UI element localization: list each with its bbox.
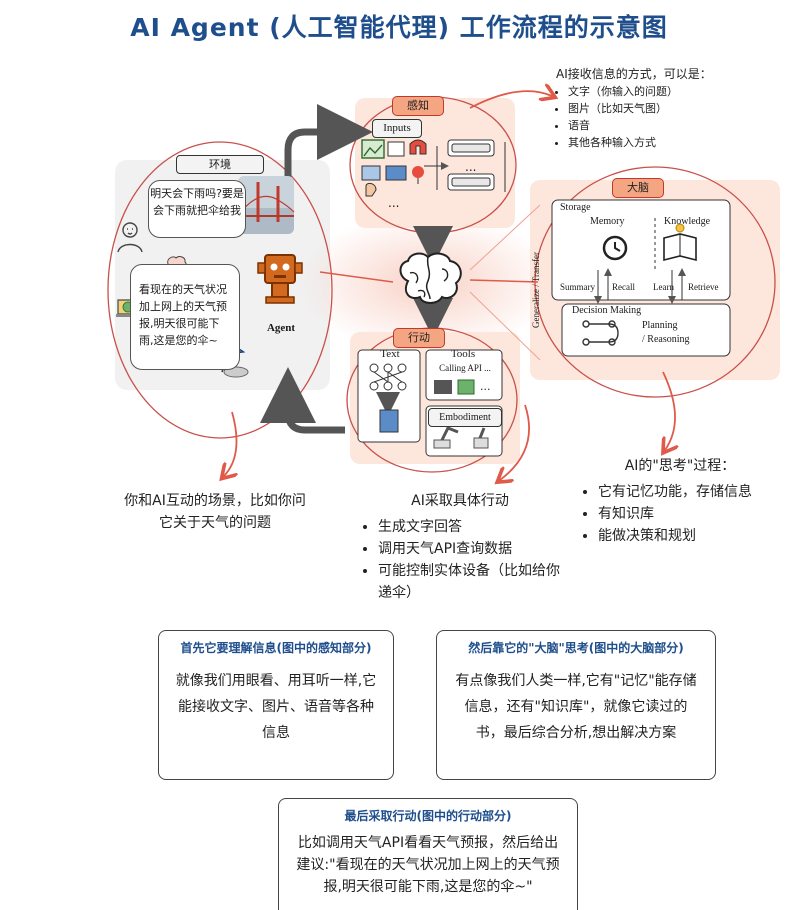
text-output-icon	[379, 409, 399, 433]
input-note-item: 语音	[568, 117, 766, 134]
person-icon	[117, 222, 143, 253]
environment-label: 环境	[176, 155, 264, 174]
memory-arrows	[594, 268, 686, 304]
brain-box-title: 然后靠它的"大脑"思考(图中的大脑部分)	[468, 641, 684, 655]
input-note-item: 其他各种输入方式	[568, 134, 766, 151]
robot-arm-icon	[433, 426, 489, 449]
input-note-item: 图片（比如天气图）	[568, 100, 766, 117]
perception-box-title: 首先它要理解信息(图中的感知部分)	[180, 641, 372, 655]
action-caption: AI采取具体行动 生成文字回答 调用天气API查询数据 可能控制实体设备（比如给…	[360, 490, 560, 604]
decision-module	[561, 303, 731, 357]
to-action-caption-arrow	[500, 404, 530, 480]
action-label: 行动	[393, 328, 445, 348]
tools-ellipsis: ...	[480, 380, 491, 393]
page-title: AI Agent (人工智能代理) 工作流程的示意图	[130, 13, 668, 42]
text-label: Text	[380, 348, 400, 360]
from-action-arrow	[260, 367, 345, 434]
decision-label: Decision Making	[572, 305, 642, 316]
tokens-ellipsis: ...	[465, 160, 477, 174]
think-caption-item: 能做决策和规划	[598, 525, 780, 547]
action-box-title: 最后采取行动(图中的行动部分)	[344, 809, 512, 823]
embodiment-label: Embodiment	[428, 408, 502, 427]
robot-icon	[257, 254, 303, 304]
input-note-item: 文字（你输入的问题）	[568, 83, 766, 100]
brain-box-body: 有点像我们人类一样,它有"记忆"能存储信息，还有"知识库"，就像它读过的书，最后…	[455, 673, 697, 741]
calling-api-label: Calling API ...	[439, 363, 491, 373]
user-question-bubble: 明天会下雨吗?要是会下雨就把伞给我	[148, 180, 246, 238]
to-input-note-arrow	[469, 91, 552, 109]
tools-label: Tools	[450, 348, 476, 360]
brain-icon	[399, 252, 462, 304]
inputs-ellipsis: ...	[388, 196, 400, 210]
perception-label: 感知	[392, 96, 444, 116]
learn-label: Learn	[653, 282, 674, 292]
bridge-photo	[237, 176, 295, 234]
think-caption-item: 有知识库	[598, 503, 780, 525]
perception-box-body: 就像我们用眼看、用耳听一样,它能接收文字、图片、语音等各种信息	[175, 673, 377, 741]
retrieve-label: Retrieve	[688, 282, 719, 292]
recall-label: Recall	[612, 282, 635, 292]
action-caption-item: 生成文字回答	[378, 516, 560, 538]
storage-label: Storage	[560, 202, 591, 213]
token-boxes-icon	[447, 139, 495, 191]
summary-label: Summary	[560, 282, 595, 292]
memory-label: Memory	[590, 216, 625, 227]
inputs-label: Inputs	[372, 119, 422, 138]
input-note: AI接收信息的方式，可以是： 文字（你输入的问题） 图片（比如天气图） 语音 其…	[556, 66, 766, 151]
agent-reply-bubble: 看现在的天气状况加上网上的天气预报,明天很可能下雨,这是您的伞~	[130, 264, 240, 370]
perception-box: 首先它要理解信息(图中的感知部分) 就像我们用眼看、用耳听一样,它能接收文字、图…	[158, 630, 394, 780]
action-box-body: 比如调用天气API看看天气预报，然后给出建议:"看现在的天气状况加上网上的天气预…	[296, 835, 560, 895]
action-caption-item: 可能控制实体设备（比如给你递伞）	[378, 560, 560, 604]
to-think-caption-arrow	[663, 371, 675, 450]
action-caption-item: 调用天气API查询数据	[378, 538, 560, 560]
clock-icon	[602, 235, 628, 261]
brain-label: 大脑	[612, 178, 664, 198]
brain-box: 然后靠它的"大脑"思考(图中的大脑部分) 有点像我们人类一样,它有"记忆"能存储…	[436, 630, 716, 780]
inputs-icon-grid	[361, 139, 427, 197]
spreadsheet-icon	[457, 379, 475, 395]
planning-label: Planning	[642, 320, 678, 331]
action-box: 最后采取行动(图中的行动部分) 比如调用天气API看看天气预报，然后给出建议:"…	[278, 798, 578, 910]
environment-circle	[107, 141, 333, 439]
code-icon	[434, 380, 452, 394]
to-perception-arrow	[284, 104, 373, 185]
book-icon	[663, 223, 697, 262]
knowledge-label: Knowledge	[664, 216, 711, 227]
flow-icon	[582, 320, 619, 346]
think-caption: AI的"思考"过程： 它有记忆功能，存储信息 有知识库 能做决策和规划	[580, 455, 780, 547]
think-caption-item: 它有记忆功能，存储信息	[598, 481, 780, 503]
to-scene-caption-arrow	[224, 411, 237, 476]
neural-net-icon	[369, 363, 407, 391]
think-caption-heading: AI的"思考"过程：	[624, 458, 736, 474]
action-caption-heading: AI采取具体行动	[411, 493, 509, 509]
generalize-label: Generalize / Transfer	[531, 252, 541, 328]
reasoning-label: / Reasoning	[642, 334, 690, 345]
input-note-heading: AI接收信息的方式，可以是：	[556, 67, 712, 81]
agent-label: Agent	[266, 322, 296, 334]
scene-caption: 你和AI互动的场景，比如你问它关于天气的问题	[124, 493, 306, 531]
